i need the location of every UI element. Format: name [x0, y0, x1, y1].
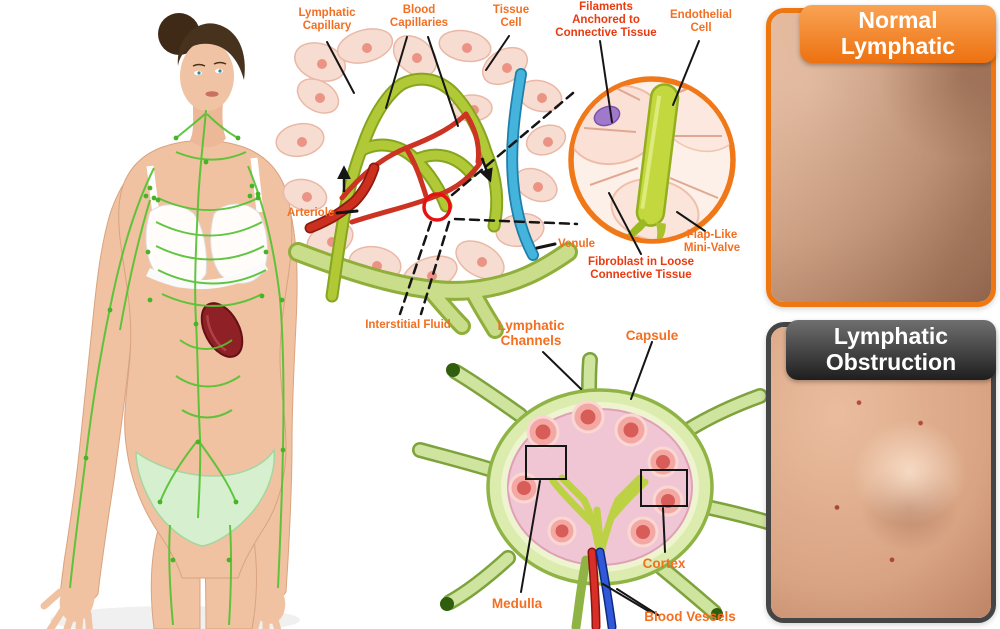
zoom-source-circle — [422, 192, 452, 222]
label-flap-like-mini-valve: Flap-Like Mini-Valve — [683, 229, 741, 254]
label-blood-capillaries: Blood Capillaries — [389, 4, 449, 29]
hilum-vessels — [571, 547, 617, 629]
leader-lines — [326, 35, 706, 616]
label-tissue-cell: Tissue Cell — [492, 4, 530, 29]
lymphatic-network — [69, 109, 285, 626]
label-medulla: Medulla — [491, 596, 543, 611]
label-filaments: Filaments Anchored to Connective Tissue — [555, 1, 657, 39]
face — [192, 61, 227, 97]
label-interstitial-fluid: Interstitial Fluid — [365, 319, 451, 331]
capillary-bed-art — [275, 28, 578, 339]
label-arteriole: Arteriole — [287, 207, 335, 219]
lymph-nodes-dots — [83, 135, 286, 563]
label-blood-vessels: Blood Vessels — [644, 609, 736, 624]
body-figure — [40, 13, 300, 629]
label-lymphatic-capillary: Lymphatic Capillary — [298, 7, 356, 32]
fibroblast-nucleus — [593, 105, 621, 127]
label-lymphatic-channels: Lymphatic Channels — [497, 318, 565, 349]
lymph-node-art — [412, 352, 785, 629]
label-fibroblast: Fibroblast in Loose Connective Tissue — [587, 256, 695, 281]
label-venule: Venule — [558, 238, 596, 250]
label-capsule: Capsule — [625, 328, 679, 343]
underwear — [135, 447, 276, 547]
lymphatic-obstruction-header: Lymphatic Obstruction — [786, 320, 996, 380]
spleen-organ — [200, 302, 244, 358]
endothelial-inset-circle — [568, 76, 736, 244]
label-endothelial-cell: Endothelial Cell — [670, 9, 732, 34]
cortex-follicles — [508, 400, 684, 548]
label-cortex: Cortex — [642, 556, 686, 571]
normal-lymphatic-header: Normal Lymphatic — [800, 5, 996, 63]
endothelial-cell-rod — [623, 83, 680, 239]
